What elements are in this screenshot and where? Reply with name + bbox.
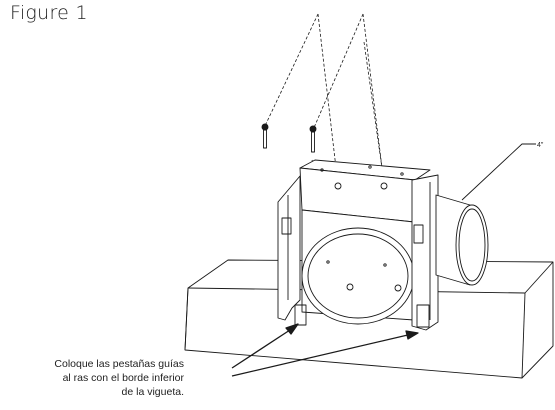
housing-top bbox=[299, 159, 431, 223]
duct-size-leader bbox=[461, 143, 536, 201]
housing-front bbox=[301, 209, 415, 325]
callout-line-1: Coloque las pestañas guías bbox=[54, 358, 184, 370]
figure-title: Figure 1 bbox=[10, 2, 88, 24]
callout-line-3: de la vigueta. bbox=[121, 386, 184, 398]
duct-size-label: 4" bbox=[537, 142, 544, 149]
instruction-callout: Coloque las pestañas guías al ras con el… bbox=[54, 357, 184, 399]
bracket-right bbox=[411, 174, 439, 331]
callout-line-2: al ras con el borde inferior bbox=[62, 372, 184, 384]
screw-left bbox=[261, 123, 269, 149]
duct-connector bbox=[435, 194, 489, 286]
callout-arrows bbox=[231, 323, 419, 377]
screw-right bbox=[309, 125, 317, 153]
bracket-left bbox=[277, 175, 307, 326]
